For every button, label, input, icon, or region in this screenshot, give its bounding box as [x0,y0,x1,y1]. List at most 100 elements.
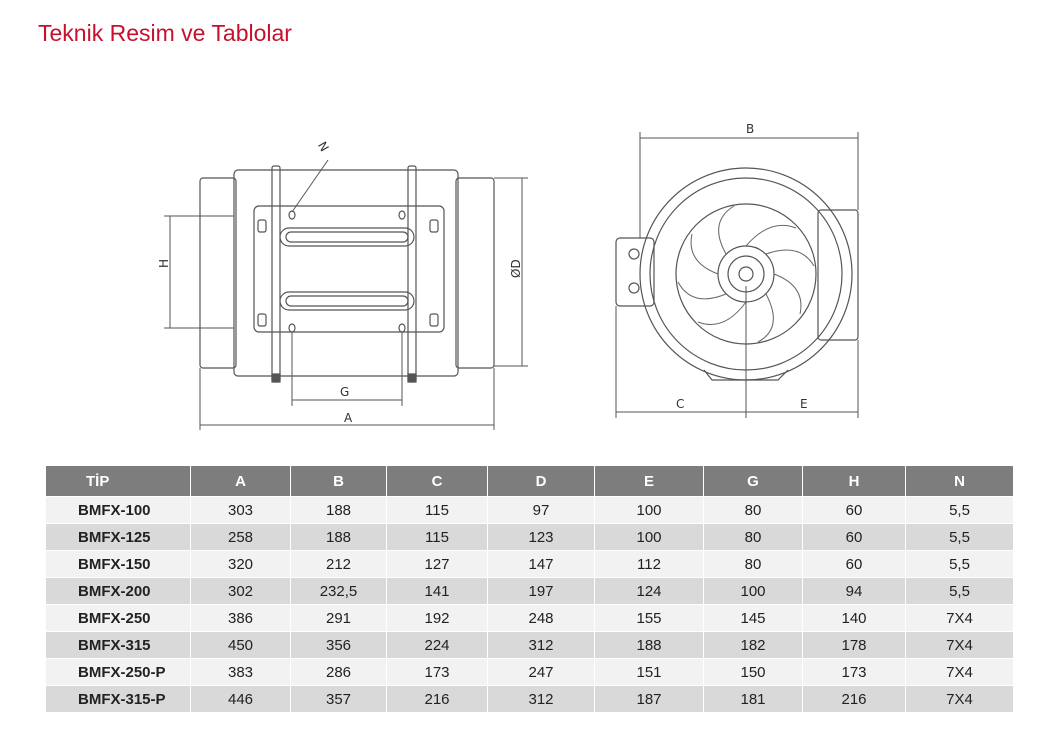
cell-b: 286 [291,658,387,685]
cell-a: 450 [191,631,291,658]
cell-d: 312 [488,631,595,658]
cell-b: 357 [291,685,387,712]
cell-h: 94 [803,577,906,604]
table-row: BMFX-315 450 356 224 312 188 182 178 7X4 [46,631,1013,658]
terminal-box [615,237,655,307]
page-title: Teknik Resim ve Tablolar [38,20,292,46]
cell-model: BMFX-250-P [46,658,191,685]
cell-n: 7X4 [906,685,1013,712]
cell-e: 187 [595,685,704,712]
header-tip: TİP [46,466,191,496]
label-h: H [157,259,171,268]
header-a: A [191,466,291,496]
header-b: B [291,466,387,496]
cell-b: 356 [291,631,387,658]
cell-d: 123 [488,523,595,550]
cell-g: 145 [704,604,803,631]
cell-model: BMFX-100 [46,496,191,523]
header-n: N [906,466,1013,496]
cell-b: 212 [291,550,387,577]
cell-d: 248 [488,604,595,631]
cell-model: BMFX-150 [46,550,191,577]
header-c: C [387,466,488,496]
table-row: BMFX-200 302 232,5 141 197 124 100 94 5,… [46,577,1013,604]
table-row: BMFX-315-P 446 357 216 312 187 181 216 7… [46,685,1013,712]
table-row: BMFX-100 303 188 115 97 100 80 60 5,5 [46,496,1013,523]
cell-g: 100 [704,577,803,604]
cell-g: 181 [704,685,803,712]
cell-e: 100 [595,523,704,550]
cell-h: 60 [803,550,906,577]
table-row: BMFX-150 320 212 127 147 112 80 60 5,5 [46,550,1013,577]
cell-g: 80 [704,550,803,577]
cell-b: 188 [291,496,387,523]
impeller-blades [677,205,815,343]
spec-table: TİP A B C D E G H N BMFX-100 303 188 115… [46,466,1013,712]
cell-model: BMFX-125 [46,523,191,550]
table-row: BMFX-250 386 291 192 248 155 145 140 7X4 [46,604,1013,631]
cell-n: 5,5 [906,550,1013,577]
cell-d: 147 [488,550,595,577]
header-d: D [488,466,595,496]
cell-c: 216 [387,685,488,712]
cell-d: 247 [488,658,595,685]
cell-a: 303 [191,496,291,523]
cell-d: 312 [488,685,595,712]
right-collar [455,177,495,369]
cell-n: 7X4 [906,658,1013,685]
cell-n: 5,5 [906,523,1013,550]
mounting-plate [253,205,445,333]
header-h: H [803,466,906,496]
cell-e: 124 [595,577,704,604]
cell-b: 232,5 [291,577,387,604]
label-c: C [676,397,684,411]
cell-n: 5,5 [906,577,1013,604]
cell-g: 80 [704,496,803,523]
cell-h: 173 [803,658,906,685]
cell-g: 182 [704,631,803,658]
cell-n: 5,5 [906,496,1013,523]
table-row: BMFX-125 258 188 115 123 100 80 60 5,5 [46,523,1013,550]
label-b: B [746,122,754,136]
cell-c: 224 [387,631,488,658]
cell-h: 140 [803,604,906,631]
cell-n: 7X4 [906,604,1013,631]
cell-h: 216 [803,685,906,712]
cell-h: 178 [803,631,906,658]
cell-g: 80 [704,523,803,550]
cell-c: 141 [387,577,488,604]
cell-model: BMFX-315 [46,631,191,658]
table-header-row: TİP A B C D E G H N [46,466,1013,496]
cell-b: 188 [291,523,387,550]
cell-a: 320 [191,550,291,577]
cell-model: BMFX-250 [46,604,191,631]
cell-c: 115 [387,496,488,523]
cell-n: 7X4 [906,631,1013,658]
housing [233,169,459,377]
cell-a: 446 [191,685,291,712]
cell-a: 383 [191,658,291,685]
cell-e: 155 [595,604,704,631]
left-collar [199,177,237,369]
cell-h: 60 [803,523,906,550]
cell-model: BMFX-200 [46,577,191,604]
cell-e: 151 [595,658,704,685]
cell-a: 386 [191,604,291,631]
side-view-drawing: H ØD G A N [157,139,528,430]
cell-a: 258 [191,523,291,550]
label-e: E [800,397,808,411]
cell-c: 115 [387,523,488,550]
label-d: ØD [509,259,523,278]
cell-e: 112 [595,550,704,577]
cell-a: 302 [191,577,291,604]
table-row: BMFX-250-P 383 286 173 247 151 150 173 7… [46,658,1013,685]
front-view-drawing: B C E [615,122,859,418]
cell-e: 100 [595,496,704,523]
cell-c: 192 [387,604,488,631]
cell-g: 150 [704,658,803,685]
cell-e: 188 [595,631,704,658]
header-g: G [704,466,803,496]
cell-b: 291 [291,604,387,631]
cell-d: 197 [488,577,595,604]
label-n: N [315,139,332,154]
